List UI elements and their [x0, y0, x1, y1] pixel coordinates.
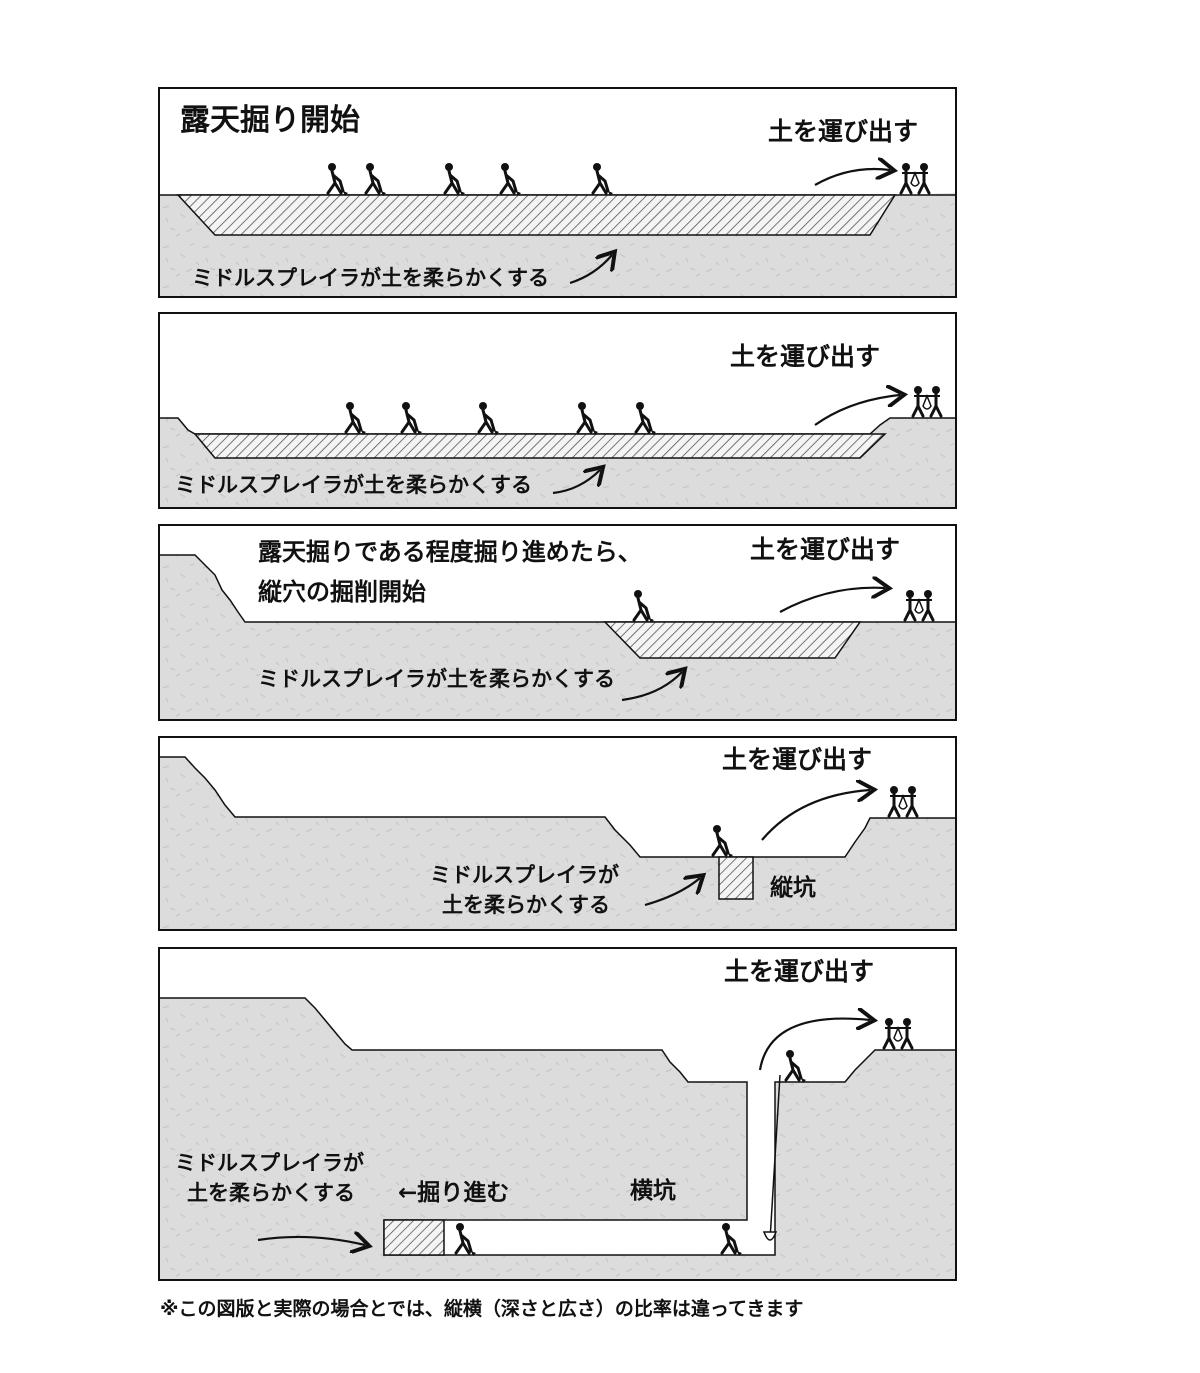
- panel-2: 土を運び出す ミドルスプレイラが土を柔らかくする: [158, 312, 957, 509]
- shaft-label: 縦坑: [770, 874, 816, 901]
- footnote: ※この図版と実際の場合とでは、縦横（深さと広さ）の比率は違ってきます: [160, 1297, 803, 1320]
- soften-line-1: ミドルスプレイラが: [430, 863, 619, 887]
- note-line-2: 縦穴の掘削開始: [258, 578, 426, 606]
- panel-title: 露天掘り開始: [180, 103, 360, 138]
- dig-label: ←掘り進む: [398, 1180, 509, 1206]
- soften-line-2: 土を柔らかくする: [187, 1181, 355, 1205]
- soften-label: ミドルスプレイラが土を柔らかくする: [192, 266, 549, 290]
- carry-label: 土を運び出す: [750, 535, 900, 564]
- carry-label: 土を運び出す: [722, 745, 872, 774]
- tunnel-label: 横坑: [630, 1177, 676, 1204]
- carry-label: 土を運び出す: [724, 957, 874, 986]
- soften-line-2: 土を柔らかくする: [442, 893, 610, 917]
- panel-5: 土を運び出す ミドルスプレイラが 土を柔らかくする ←掘り進む 横坑: [158, 947, 957, 1281]
- panel-4: 土を運び出す ミドルスプレイラが 土を柔らかくする 縦坑: [158, 736, 957, 931]
- soften-label: ミドルスプレイラが土を柔らかくする: [258, 667, 615, 691]
- panel-3: 露天掘りである程度掘り進めたら、 縦穴の掘削開始 土を運び出す ミドルスプレイラ…: [158, 524, 957, 721]
- panel-1: 露天掘り開始 土を運び出す ミドルスプレイラが土を柔らかくする: [158, 87, 957, 298]
- soften-line-1: ミドルスプレイラが: [175, 1151, 364, 1175]
- carry-label: 土を運び出す: [768, 117, 918, 146]
- note-line-1: 露天掘りである程度掘り進めたら、: [258, 538, 642, 566]
- soften-label: ミドルスプレイラが土を柔らかくする: [175, 473, 532, 497]
- carry-label: 土を運び出す: [730, 342, 880, 371]
